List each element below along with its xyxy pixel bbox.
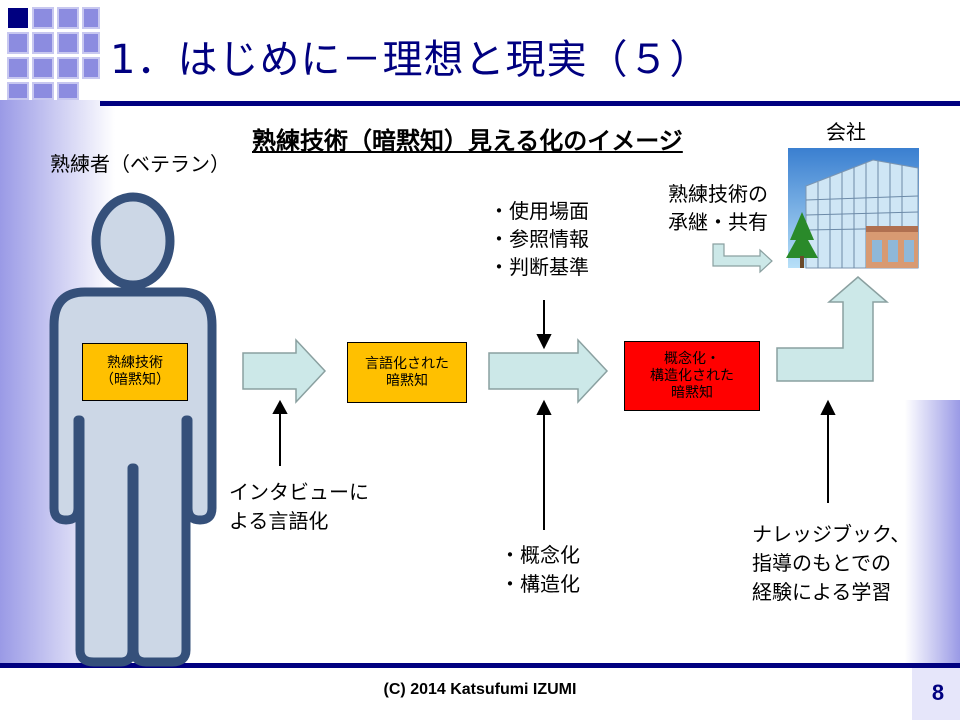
- title-rule: [100, 101, 960, 106]
- structured-knowledge-box: 概念化・ 構造化された 暗黙知: [624, 341, 760, 411]
- interview-pointer-arrow: [272, 399, 288, 466]
- bottom-inputs-pointer-arrow: [536, 399, 552, 530]
- veteran-label: 熟練者（ベテラン）: [50, 152, 230, 176]
- verbalized-line-2: 暗黙知: [386, 372, 428, 389]
- structured-line-1: 概念化・: [664, 350, 720, 367]
- learning-note-line-3: 経験による学習: [752, 580, 892, 604]
- tacit-knowledge-line-2: （暗黙知）: [100, 372, 170, 388]
- top-input-criteria: ・判断基準: [489, 255, 589, 279]
- top-inputs-pointer-arrow: [536, 300, 552, 350]
- bottom-input-conceptualize: ・概念化: [500, 543, 580, 567]
- right-gradient-strip: [905, 400, 960, 665]
- arrow-person-to-verbalized: [242, 338, 327, 404]
- page-number: 8: [931, 680, 945, 705]
- tacit-knowledge-box: 熟練技術 （暗黙知）: [82, 343, 188, 401]
- footer-rule: [0, 663, 960, 668]
- structured-line-2: 構造化された: [650, 367, 734, 384]
- interview-note-line-2: よる言語化: [229, 509, 329, 533]
- corner-grid-logo: [7, 7, 100, 100]
- company-building-icon: [786, 148, 919, 269]
- succession-note-line-2: 承継・共有: [668, 210, 768, 234]
- learning-pointer-arrow: [820, 399, 836, 503]
- footer-copyright: (C) 2014 Katsufumi IZUMI: [383, 681, 577, 698]
- diagram-subtitle: 熟練技術（暗黙知）見える化のイメージ: [252, 127, 683, 155]
- slide-title: 1．はじめに－理想と現実（５）: [110, 37, 711, 83]
- learning-note-line-1: ナレッジブック、: [752, 522, 911, 546]
- top-input-usage-scene: ・使用場面: [489, 199, 589, 223]
- learning-note-line-2: 指導のもとでの: [752, 551, 891, 575]
- succession-note-line-1: 熟練技術の: [668, 182, 768, 206]
- verbalized-knowledge-box: 言語化された 暗黙知: [347, 342, 467, 403]
- company-label: 会社: [826, 120, 866, 144]
- page-number-panel: [912, 668, 960, 720]
- structured-line-3: 暗黙知: [671, 384, 713, 401]
- tacit-knowledge-line-1: 熟練技術: [107, 355, 163, 371]
- bottom-input-structure: ・構造化: [500, 572, 580, 596]
- verbalized-line-1: 言語化された: [365, 355, 449, 372]
- footer-strip: [0, 668, 960, 720]
- top-input-reference-info: ・参照情報: [489, 227, 589, 251]
- interview-note-line-1: インタビューに: [229, 480, 369, 504]
- arrow-verbalized-to-structured: [488, 338, 609, 404]
- arrow-succession-to-company: [712, 243, 773, 274]
- arrow-structured-to-company: [776, 276, 890, 382]
